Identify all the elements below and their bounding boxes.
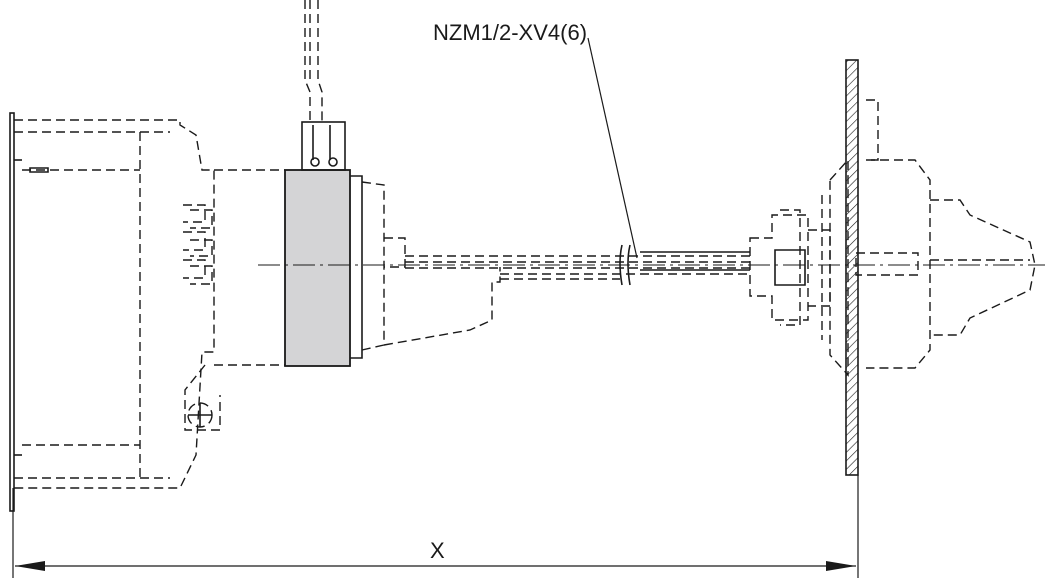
operating-mechanism: [284, 0, 385, 367]
part-number-label: NZM1/2-XV4(6): [433, 20, 587, 45]
dimension-x: [12, 475, 859, 578]
circuit-breaker-outline: [9, 112, 285, 512]
dimension-label: X: [430, 538, 445, 563]
extension-shaft: [383, 237, 750, 346]
leader-line: [587, 37, 638, 259]
enclosure-door: [845, 59, 859, 476]
door-coupling: [749, 99, 1036, 377]
